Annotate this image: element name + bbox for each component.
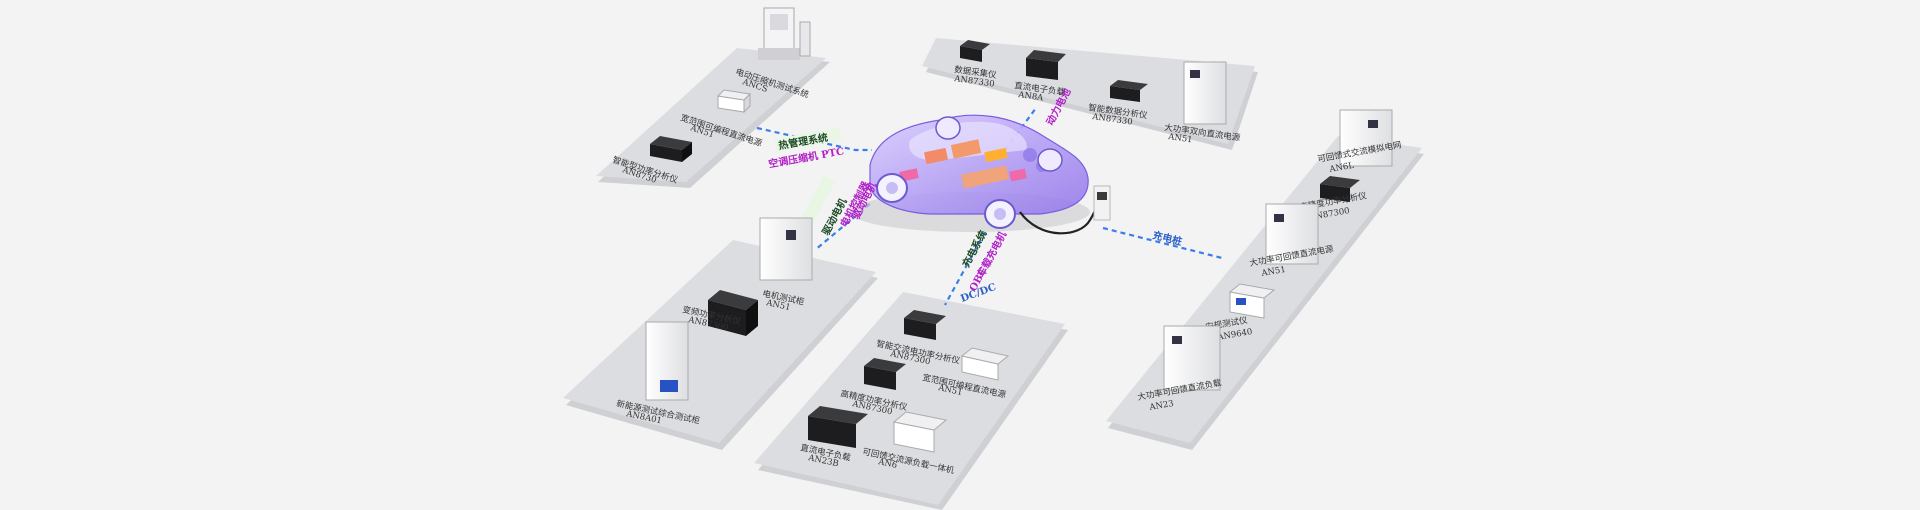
link-obc <box>944 231 986 306</box>
model-right-1: AN6L <box>1328 161 1355 175</box>
platform-obc <box>754 292 1068 510</box>
model-right-3: AN51 <box>1260 265 1287 279</box>
model-top-2: AN8A <box>1017 90 1045 104</box>
charging-post <box>1093 185 1111 221</box>
link-thermal <box>756 126 872 152</box>
ev-car <box>850 114 1111 235</box>
link-charging-pile <box>1102 226 1223 260</box>
platform-motor <box>563 240 878 450</box>
device-motor-cabinet: 电机测试柜 AN51 <box>759 217 813 313</box>
device-top-4: 大功率双向直流电源 AN51 <box>1164 61 1241 145</box>
car-wheels <box>876 116 1063 229</box>
model-right-5: AN23 <box>1148 399 1175 413</box>
model-obc-5: AN6 <box>876 457 898 471</box>
device-right-1: 可回馈式交流模拟电网 AN6L <box>1317 109 1402 175</box>
platform-top <box>922 38 1258 150</box>
model-top-4: AN51 <box>1167 132 1194 145</box>
